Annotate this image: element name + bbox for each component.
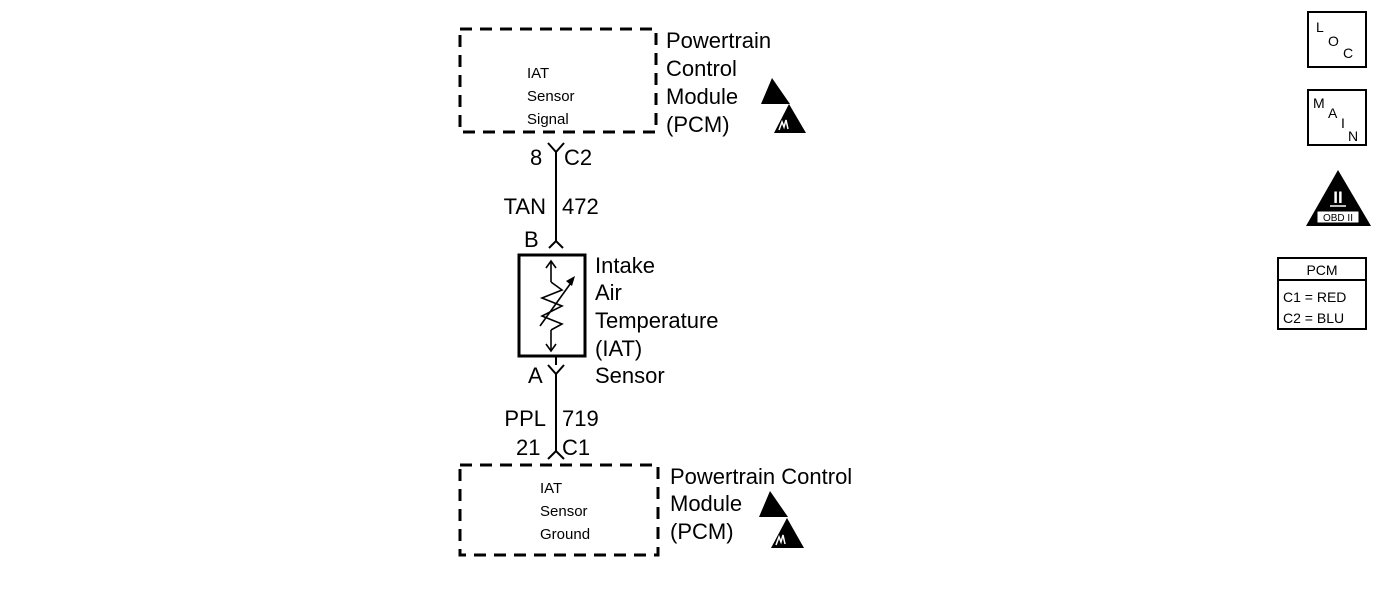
bottom-pcm-box-line-3: Ground bbox=[540, 526, 590, 543]
top-pcm-label-2: Control bbox=[666, 56, 737, 81]
connector-female-c2-icon bbox=[547, 142, 565, 154]
iat-sensor-body bbox=[517, 253, 587, 358]
loc-letter-2: O bbox=[1328, 33, 1339, 49]
bottom-connector-id: C1 bbox=[562, 435, 590, 460]
bottom-pcm-box-line-1: IAT bbox=[540, 480, 562, 497]
top-pcm-box-line-1: IAT bbox=[527, 65, 549, 82]
sensor-label-3: Temperature bbox=[595, 308, 719, 333]
bottom-pcm-label-3: (PCM) bbox=[670, 519, 734, 544]
top-pcm-label-4: (PCM) bbox=[666, 112, 730, 137]
wire-top-circuit: 472 bbox=[562, 194, 599, 219]
esd-warning-icon bbox=[759, 491, 804, 548]
bottom-pcm-label-1: Powertrain Control bbox=[670, 464, 852, 489]
bottom-pcm-box bbox=[458, 463, 660, 557]
sensor-pin-top: B bbox=[524, 227, 539, 252]
sensor-label-1: Intake bbox=[595, 253, 655, 278]
loc-letter-3: C bbox=[1343, 45, 1353, 61]
main-letter-2: A bbox=[1328, 105, 1338, 121]
top-connector-pin: 8 bbox=[530, 145, 542, 170]
legend-title: PCM bbox=[1306, 262, 1337, 278]
connector-male-b-icon bbox=[548, 239, 564, 249]
sensor-label-5: Sensor bbox=[595, 363, 665, 388]
top-pcm-box-line-2: Sensor bbox=[527, 88, 575, 105]
sensor-label-2: Air bbox=[595, 280, 622, 305]
obd-numeral: II bbox=[1333, 188, 1342, 207]
top-connector-id: C2 bbox=[564, 145, 592, 170]
pcm-connector-legend: PCM C1 = RED C2 = BLU bbox=[1277, 257, 1367, 330]
loc-icon[interactable]: L O C bbox=[1307, 11, 1367, 68]
sensor-pin-bottom: A bbox=[528, 363, 543, 388]
legend-row-c1: C1 = RED bbox=[1283, 289, 1346, 305]
main-letter-1: M bbox=[1313, 95, 1325, 111]
bottom-pcm-label-2: Module bbox=[670, 491, 742, 516]
wire-top-color: TAN bbox=[504, 194, 546, 219]
connector-female-a-icon bbox=[547, 364, 565, 376]
wire-bottom-circuit: 719 bbox=[562, 406, 599, 431]
legend-row-c2: C2 = BLU bbox=[1283, 310, 1344, 326]
top-pcm-box bbox=[458, 27, 658, 134]
top-pcm-label-3: Module bbox=[666, 84, 738, 109]
connector-male-c1-icon bbox=[547, 449, 565, 460]
thermistor-icon bbox=[539, 259, 575, 353]
obd-ii-icon[interactable]: II OBD II bbox=[1306, 170, 1371, 226]
wire-bottom-color: PPL bbox=[504, 406, 546, 431]
loc-letter-1: L bbox=[1316, 19, 1324, 35]
obd-label: OBD II bbox=[1323, 213, 1353, 224]
esd-warning-icon bbox=[761, 78, 806, 133]
main-letter-4: N bbox=[1348, 128, 1358, 144]
top-pcm-box-line-3: Signal bbox=[527, 111, 569, 128]
sensor-label-4: (IAT) bbox=[595, 336, 642, 361]
top-pcm-label-1: Powertrain bbox=[666, 28, 771, 53]
main-icon[interactable]: M A I N bbox=[1307, 89, 1367, 146]
main-letter-3: I bbox=[1341, 115, 1345, 131]
bottom-connector-pin: 21 bbox=[516, 435, 540, 460]
bottom-pcm-box-line-2: Sensor bbox=[540, 503, 588, 520]
